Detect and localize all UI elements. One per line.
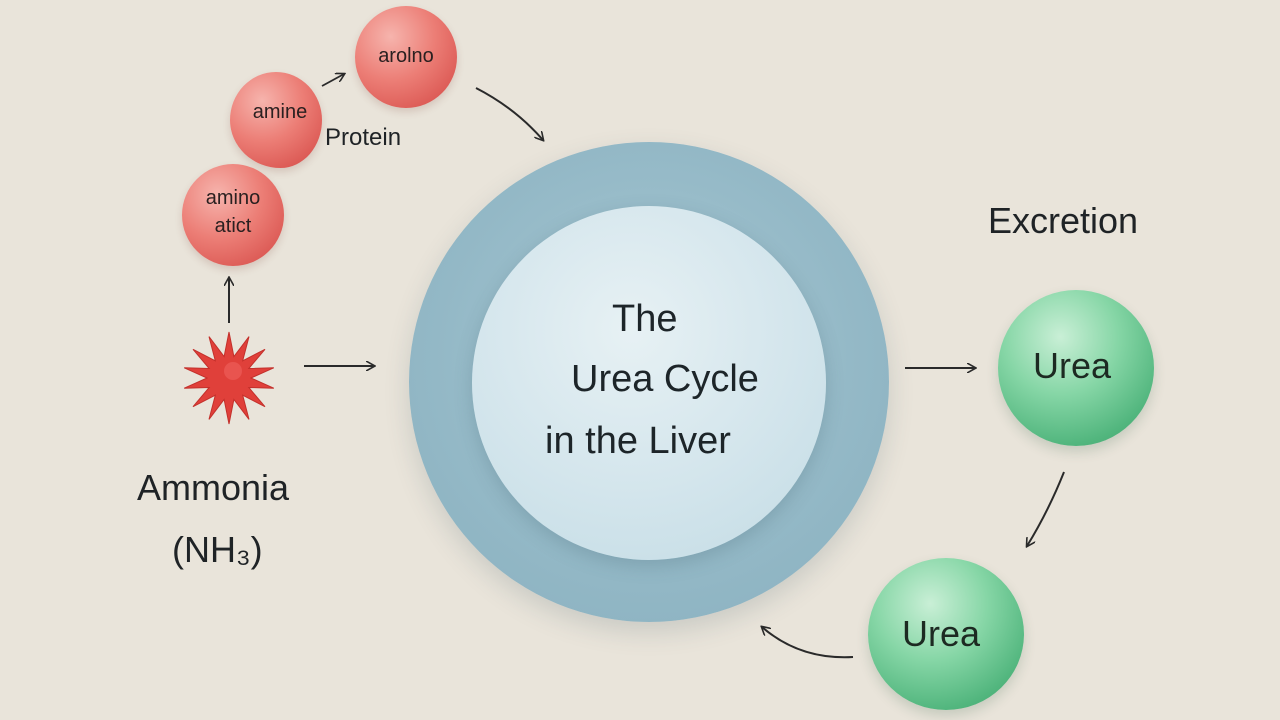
liver-inner-disc [472,206,826,560]
amino-acid-label-line2: atict [214,215,252,237]
title-line-2: Urea Cycle [571,358,759,400]
amine-label: amine [252,101,308,123]
amino-acid-node: amino atict [182,164,284,266]
title-line-3: in the Liver [545,420,731,462]
arolno-label: arolno [378,45,434,67]
urea-node-upper: Urea [998,290,1154,446]
title-line-1: The [612,298,678,340]
urea-upper-label: Urea [1033,345,1112,386]
amino-acid-label-line1: amino [205,187,261,209]
ammonia-star-icon [183,331,275,425]
arrow-arolno-to-center [475,87,543,140]
arrow-urea-to-center [762,627,854,659]
urea-node-lower: Urea [868,558,1024,710]
arrow-amine-to-arolno [321,74,344,87]
arolno-node: arolno [355,6,457,108]
excretion-label: Excretion [988,200,1139,241]
arrow-urea-to-urea [1027,471,1065,546]
urea-lower-label: Urea [902,613,981,654]
protein-label: Protein [325,124,402,151]
amine-node: amine [230,72,322,168]
ammonia-formula-label: (NH₃) [172,529,263,570]
ammonia-label: Ammonia [137,467,290,508]
